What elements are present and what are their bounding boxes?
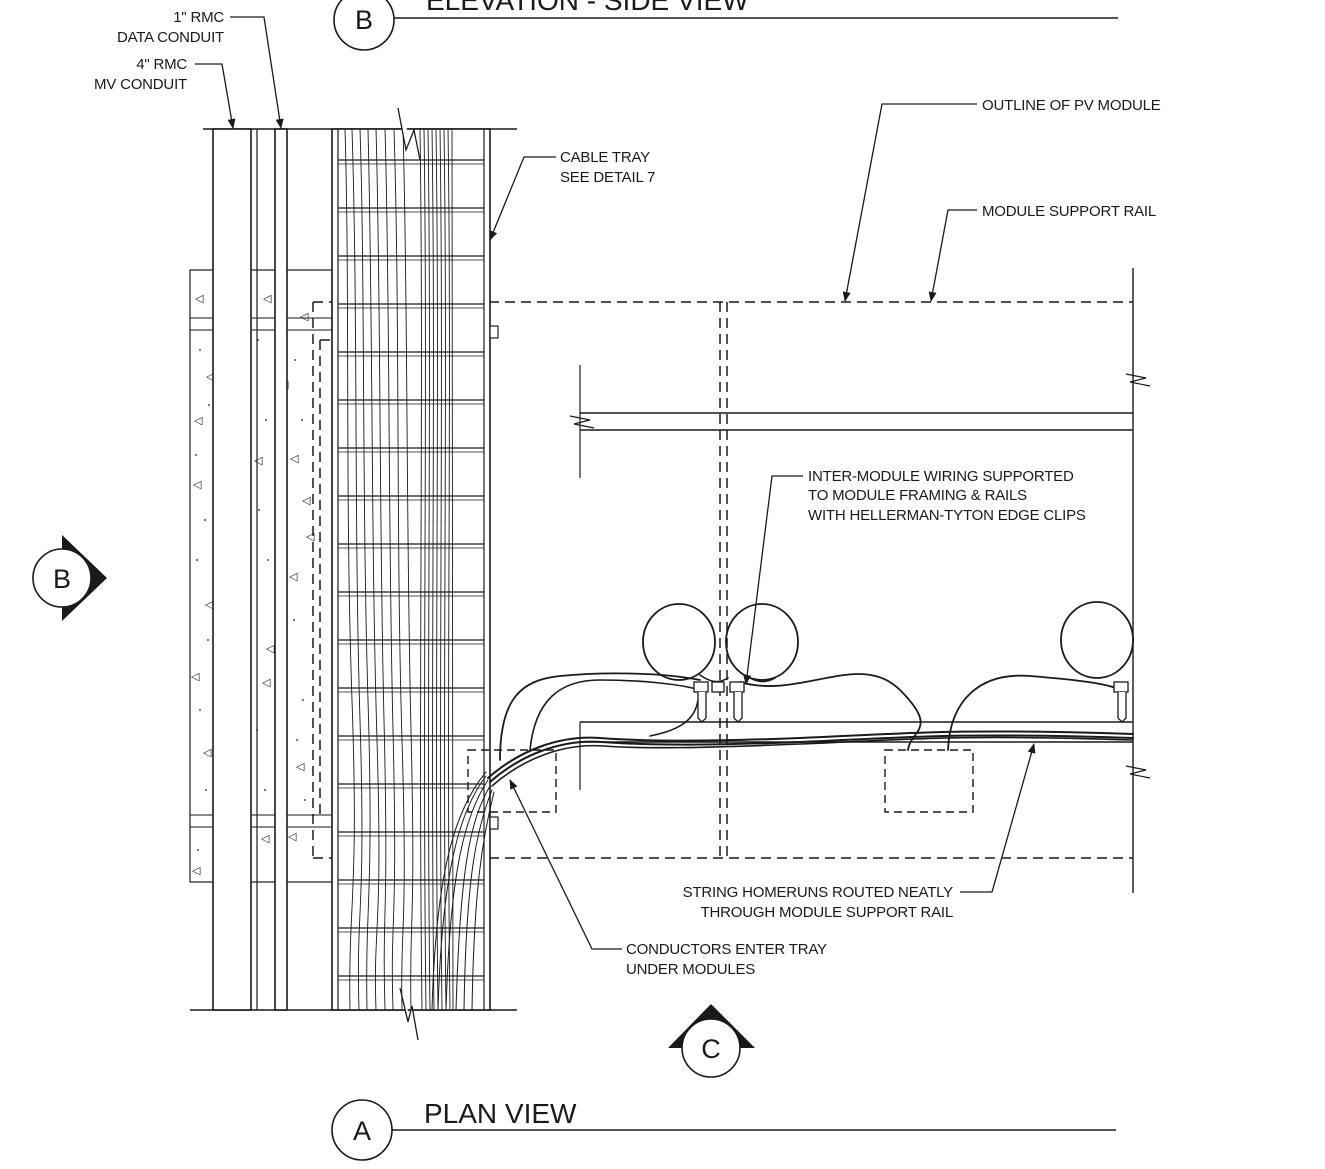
label-string-homeruns: STRING HOMERUNS ROUTED NEATLY THROUGH MO… [683,884,954,921]
svg-text:THROUGH MODULE SUPPORT RAIL: THROUGH MODULE SUPPORT RAIL [701,904,953,921]
mv-conduit-4in [212,128,252,1011]
section-marker-c: C [668,1004,755,1078]
svg-text:SEE DETAIL 7: SEE DETAIL 7 [560,169,655,186]
svg-text:◁: ◁ [262,677,271,689]
svg-text:4" RMC: 4" RMC [136,56,187,73]
svg-text:◁: ◁ [302,495,311,507]
svg-text:◁: ◁ [254,455,263,467]
elevation-title-block: B ELEVATION - SIDE VIEW [333,0,1118,51]
svg-text:◁: ◁ [290,453,299,465]
concrete-pad: ◁◁◁ ◁◁◁ ◁◁◁ ◁◁◁ ◁◁◁ ◁◁◁ ◁◁◁ [189,269,333,883]
svg-text:◁: ◁ [191,671,200,683]
svg-text:◁: ◁ [296,761,305,773]
elevation-marker-circle [333,0,395,51]
section-marker-b: B [32,535,107,621]
leader-lines [195,16,1036,950]
label-mv-conduit: 4" RMC MV CONDUIT [94,56,188,93]
label-pv-outline: OUTLINE OF PV MODULE [982,97,1161,114]
section-marker-b-letter: B [53,564,71,594]
svg-text:◁: ◁ [194,415,203,427]
conduits [212,128,288,1011]
plan-title: PLAN VIEW [424,1098,577,1129]
svg-text:◁: ◁ [300,311,309,323]
label-conductors-enter-tray: CONDUCTORS ENTER TRAY UNDER MODULES [626,941,827,978]
svg-text:◁: ◁ [289,571,298,583]
label-data-conduit: 1" RMC DATA CONDUIT [117,9,225,46]
svg-text:◁: ◁ [193,479,202,491]
svg-text:◁: ◁ [263,293,272,305]
edge-clips [693,681,1129,723]
junction-boxes [467,749,974,813]
svg-text:◁: ◁ [195,293,204,305]
svg-text:◁: ◁ [288,831,297,843]
svg-text:INTER-MODULE WIRING SUPPORTED: INTER-MODULE WIRING SUPPORTED [808,468,1074,485]
elevation-marker-letter: B [355,5,373,35]
string-homerun-cables [431,601,1134,1011]
label-support-rail: MODULE SUPPORT RAIL [982,203,1156,220]
svg-text:MODULE SUPPORT RAIL: MODULE SUPPORT RAIL [982,203,1156,220]
svg-text:◁: ◁ [203,747,212,759]
section-marker-c-letter: C [701,1034,721,1064]
svg-text:◁: ◁ [266,643,275,655]
svg-text:◁: ◁ [261,833,270,845]
label-inter-module-wiring: INTER-MODULE WIRING SUPPORTED TO MODULE … [808,468,1086,524]
svg-text:WITH HELLERMAN-TYTON EDGE CLIP: WITH HELLERMAN-TYTON EDGE CLIPS [808,507,1086,524]
svg-text:OUTLINE OF PV MODULE: OUTLINE OF PV MODULE [982,97,1161,114]
svg-text:MV CONDUIT: MV CONDUIT [94,76,187,93]
svg-text:◁: ◁ [306,531,315,543]
svg-text:◁: ◁ [206,371,215,383]
module-support-rails [569,268,1151,893]
svg-text:◁: ◁ [192,865,201,877]
plan-marker-letter: A [353,1116,371,1146]
elevation-title: ELEVATION - SIDE VIEW [426,0,749,16]
label-cable-tray: CABLE TRAY SEE DETAIL 7 [560,149,655,186]
cable-tray [331,107,499,1041]
plan-title-block: A PLAN VIEW [331,1098,1116,1161]
svg-text:1" RMC: 1" RMC [173,9,224,26]
svg-text:◁: ◁ [205,599,214,611]
svg-text:DATA CONDUIT: DATA CONDUIT [117,29,224,46]
svg-text:TO MODULE FRAMING & RAILS: TO MODULE FRAMING & RAILS [808,487,1027,504]
data-conduit-1in [274,128,288,1011]
svg-text:UNDER MODULES: UNDER MODULES [626,961,755,978]
svg-text:CABLE TRAY: CABLE TRAY [560,149,650,166]
svg-text:CONDUCTORS ENTER TRAY: CONDUCTORS ENTER TRAY [626,941,827,958]
svg-text:STRING HOMERUNS ROUTED NEATLY: STRING HOMERUNS ROUTED NEATLY [683,884,954,901]
